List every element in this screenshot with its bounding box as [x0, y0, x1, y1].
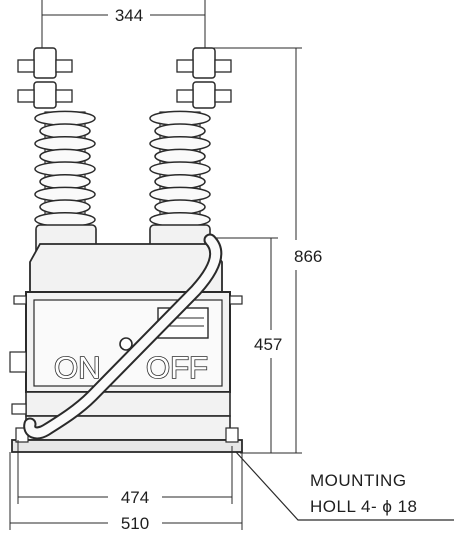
dim-474-label: 474 [121, 488, 149, 507]
dim-base-width: 510 [9, 452, 243, 533]
dim-457-label: 457 [254, 335, 282, 354]
insulator-shed [34, 161, 96, 177]
operating-handle [23, 233, 223, 440]
insulator-shed [149, 110, 211, 127]
right-bushing [149, 47, 232, 262]
on-label: ON [54, 350, 101, 385]
mounting-note-line1: MOUNTING [310, 471, 407, 490]
mounting-note-line2: HOLL 4- ϕ 18 [310, 497, 418, 516]
off-label: OFF [146, 350, 208, 385]
left-bushing [17, 47, 97, 262]
insulator-shed [154, 123, 206, 139]
insulator-shed [149, 135, 211, 152]
dim-866-label: 866 [294, 247, 322, 266]
insulator-shed [39, 148, 91, 165]
dim-510-label: 510 [121, 514, 149, 533]
insulator-shed [154, 148, 206, 165]
dim-bushing-spacing: 344 [41, 0, 206, 55]
dim-mount-spacing: 474 [17, 440, 233, 507]
insulator-shed [34, 135, 96, 152]
insulator-shed [149, 186, 211, 203]
mounting-note: MOUNTING HOLL 4- ϕ 18 [235, 451, 454, 521]
insulator-shed [149, 161, 211, 177]
insulator-shed [154, 199, 206, 215]
insulator-shed [34, 110, 96, 127]
insulator-shed [154, 173, 206, 190]
insulator-shed [39, 123, 91, 139]
insulator-shed [39, 199, 91, 215]
insulator-shed [34, 186, 96, 203]
dim-body-height: 457 [215, 237, 282, 453]
insulator-shed [39, 173, 91, 190]
dim-344-label: 344 [115, 6, 143, 25]
